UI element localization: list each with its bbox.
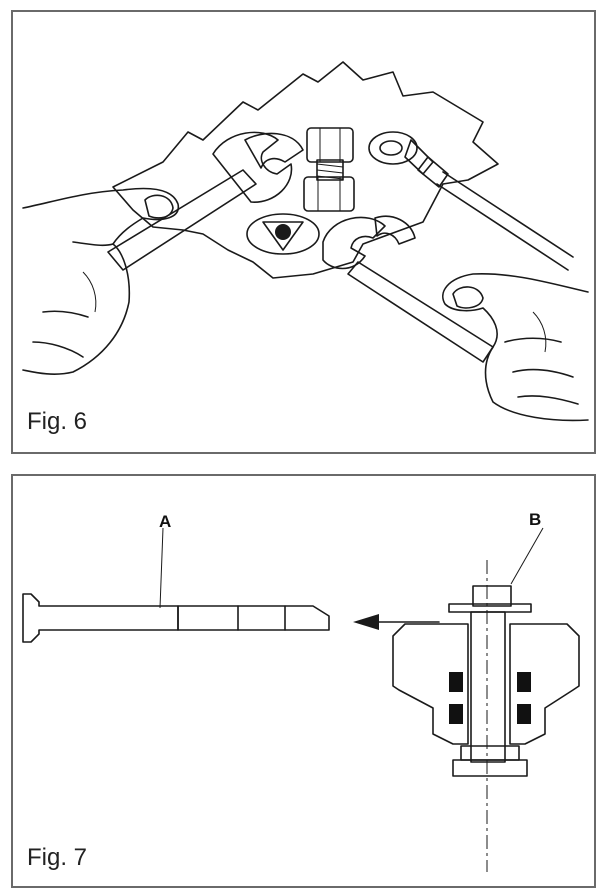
direction-arrow <box>353 614 440 630</box>
left-hand <box>22 187 179 375</box>
torn-sheet <box>112 61 499 279</box>
nut-and-bolt <box>303 127 355 212</box>
figure-6-caption: Fig. 6 <box>27 408 88 435</box>
figure-7-caption: Fig. 7 <box>27 844 88 871</box>
left-wrench <box>107 131 304 271</box>
ground-symbol <box>246 213 320 255</box>
callout-label-a: A <box>159 512 172 531</box>
figure-6-illustration <box>22 61 589 422</box>
ring-terminal-cable <box>368 131 574 271</box>
figure-7-panel: A B Fig. 7 <box>11 474 596 888</box>
right-wrench <box>322 215 494 363</box>
right-hand <box>442 272 589 422</box>
tool-a <box>22 527 330 643</box>
figure-6-panel: Fig. 6 <box>11 10 596 454</box>
bushing-assembly-b <box>392 527 580 872</box>
figure-7-illustration <box>22 527 580 872</box>
callout-label-b: B <box>529 510 542 529</box>
